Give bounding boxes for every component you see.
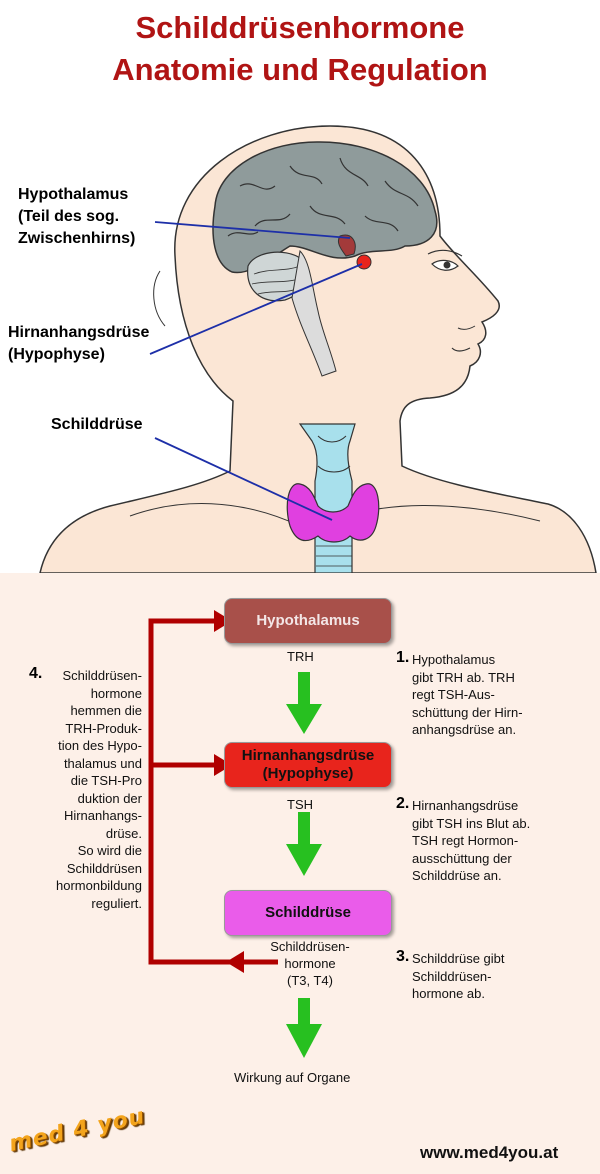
green-arrow-trh: [286, 672, 322, 734]
note-3-text: Schilddrüse gibt Schilddrüsen- hormone a…: [412, 951, 505, 1001]
box-hypophyse: Hirnanhangsdrüse (Hypophyse): [224, 742, 392, 788]
note-1-text: Hypothalamus gibt TRH ab. TRH regt TSH-A…: [412, 652, 523, 737]
title-line-1: Schilddrüsenhormone: [135, 10, 465, 45]
box-hypophyse-label-line2: (Hypophyse): [262, 765, 354, 782]
anatomy-illustration: [39, 125, 597, 573]
box-schilddruese-label: Schilddrüse: [265, 904, 351, 921]
hormone-trh-label: TRH: [287, 649, 314, 664]
note-2-text: Hirnanhangsdrüse gibt TSH ins Blut ab. T…: [412, 798, 531, 883]
note-1-number: 1.: [396, 649, 410, 666]
feedback-loop-line: [148, 618, 278, 965]
pointer-line-schilddruese: [154, 437, 333, 521]
brain: [212, 141, 438, 274]
label-schilddruese: Schilddrüse: [51, 416, 143, 433]
hormone-tsh-label: TSH: [287, 797, 313, 812]
box-hypophyse-label-line1: Hirnanhangsdrüse: [241, 747, 375, 764]
pointer-line-hypothalamus: [154, 221, 351, 239]
hormone-label-line2: hormone: [284, 956, 336, 971]
pointer-line-hypophyse: [149, 263, 363, 355]
feedback-arrowhead-hypothalamus: [214, 610, 232, 632]
label-hypophyse: Hirnanhangsdrüse (Hypophyse): [8, 324, 150, 363]
box-hypothalamus: Hypothalamus: [224, 598, 392, 644]
note-2-number: 2.: [396, 795, 410, 812]
green-arrow-wirkung: [286, 998, 322, 1058]
hormone-t3-t4-label: Schilddrüsen- hormone (T3, T4): [250, 938, 370, 989]
green-arrow-tsh: [286, 812, 322, 876]
wirkung-label: Wirkung auf Organe: [234, 1070, 351, 1085]
feedback-arrowhead-start: [226, 951, 244, 973]
hypothalamus-marker: [337, 234, 356, 257]
hormone-label-line3: (T3, T4): [287, 973, 333, 988]
note-4-number: 4.: [29, 665, 43, 682]
thyroid: [286, 483, 380, 543]
hormone-label-line1: Schilddrüsen-: [270, 939, 350, 954]
note-4-text: Schilddrüsen- hormone hemmen die TRH-Pro…: [55, 668, 142, 911]
box-schilddruese: Schilddrüse: [224, 890, 392, 936]
note-3-number: 3.: [396, 948, 410, 965]
title-line-2: Anatomie und Regulation: [112, 52, 488, 87]
box-hypothalamus-label: Hypothalamus: [256, 612, 360, 629]
footer-url[interactable]: www.med4you.at: [420, 1143, 559, 1162]
feedback-arrowhead-hypophyse: [214, 754, 232, 776]
label-hypothalamus: Hypothalamus (Teil des sog. Zwischenhirn…: [18, 186, 136, 247]
